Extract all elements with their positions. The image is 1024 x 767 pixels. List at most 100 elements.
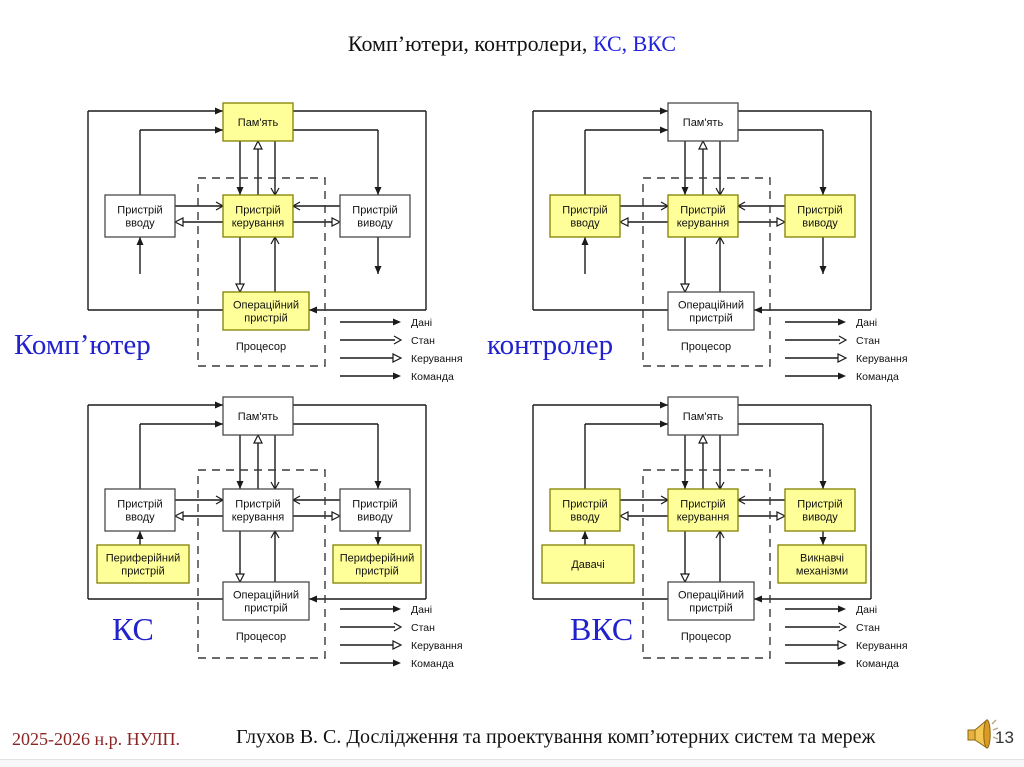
svg-text:Пристрій: Пристрій [797, 205, 842, 217]
svg-text:Операційний: Операційний [233, 300, 299, 312]
svg-text:Пам'ять: Пам'ять [238, 117, 279, 129]
processor-dashed-box [642, 177, 771, 367]
svg-text:Стан: Стан [856, 622, 880, 634]
svg-text:Пристрій: Пристрій [117, 499, 162, 511]
processor-label: Процесор [681, 631, 731, 643]
page-number: 13 [995, 728, 1014, 747]
svg-text:виводу: виводу [357, 512, 393, 524]
svg-text:Пристрій: Пристрій [562, 205, 607, 217]
memory-box: Пам'ять [667, 102, 739, 142]
svg-text:Пристрій: Пристрій [680, 499, 725, 511]
svg-text:механізми: механізми [796, 566, 848, 578]
svg-text:виводу: виводу [802, 218, 838, 230]
svg-text:вводу: вводу [570, 512, 600, 524]
svg-text:Пристрій: Пристрій [562, 499, 607, 511]
caption-controller: контролер [487, 329, 614, 361]
svg-text:Дані: Дані [856, 317, 877, 329]
svg-text:Операційний: Операційний [678, 300, 744, 312]
svg-text:керування: керування [232, 218, 285, 230]
svg-text:Пам'ять: Пам'ять [683, 117, 724, 129]
svg-text:пристрій: пристрій [244, 603, 287, 615]
processor-dashed-box [197, 177, 326, 367]
caption-computer: Комп’ютер [14, 329, 151, 361]
svg-text:Викнавчі: Викнавчі [800, 553, 844, 565]
processor-label: Процесор [681, 341, 731, 353]
svg-text:Пам'ять: Пам'ять [683, 411, 724, 423]
svg-text:керування: керування [232, 512, 285, 524]
svg-text:Пристрій: Пристрій [797, 499, 842, 511]
memory-box: Пам'ять [222, 102, 294, 142]
svg-text:Периферійний: Периферійний [340, 553, 415, 565]
svg-text:керування: керування [677, 218, 730, 230]
svg-text:Давачі: Давачі [571, 559, 604, 571]
footer-date: 2025-2026 н.р. НУЛП. [12, 729, 181, 749]
svg-text:Команда: Команда [411, 658, 454, 670]
svg-text:Пристрій: Пристрій [352, 205, 397, 217]
svg-text:Пристрій: Пристрій [235, 499, 280, 511]
svg-text:Операційний: Операційний [678, 590, 744, 602]
svg-text:виводу: виводу [802, 512, 838, 524]
speaker-icon[interactable] [962, 714, 1002, 754]
svg-text:вводу: вводу [570, 218, 600, 230]
svg-text:Пристрій: Пристрій [117, 205, 162, 217]
processor-label: Процесор [236, 631, 286, 643]
svg-text:Операційний: Операційний [233, 590, 299, 602]
slide-title: Комп’ютери, контролери, КС, ВКС [0, 31, 1024, 57]
svg-text:виводу: виводу [357, 218, 393, 230]
svg-text:керування: керування [677, 512, 730, 524]
svg-text:Керування: Керування [411, 353, 463, 365]
svg-text:Пристрій: Пристрій [235, 205, 280, 217]
svg-text:Команда: Команда [856, 371, 899, 383]
svg-text:Дані: Дані [856, 604, 877, 616]
processor-dashed-box [197, 469, 326, 659]
slide-title-black: Комп’ютери, контролери, [347, 31, 593, 56]
svg-text:Пристрій: Пристрій [352, 499, 397, 511]
svg-text:Керування: Керування [411, 640, 463, 652]
processor-label: Процесор [236, 341, 286, 353]
svg-text:Стан: Стан [411, 622, 435, 634]
caption-ks: КС [112, 611, 154, 647]
bottom-band [0, 759, 1024, 767]
svg-text:Керування: Керування [856, 640, 908, 652]
svg-text:Команда: Команда [411, 371, 454, 383]
footer-credit: Глухов В. С. Дослідження та проектування… [236, 726, 876, 748]
svg-text:Дані: Дані [411, 604, 432, 616]
svg-text:пристрій: пристрій [244, 313, 287, 325]
svg-text:пристрій: пристрій [689, 313, 732, 325]
memory-box: Пам'ять [222, 396, 294, 436]
svg-text:Пам'ять: Пам'ять [238, 411, 279, 423]
svg-text:Керування: Керування [856, 353, 908, 365]
caption-vks: ВКС [570, 611, 634, 647]
slide-title-highlight: КС, ВКС [592, 31, 677, 56]
svg-text:пристрій: пристрій [689, 603, 732, 615]
svg-text:пристрій: пристрій [355, 566, 398, 578]
svg-text:вводу: вводу [125, 512, 155, 524]
svg-text:вводу: вводу [125, 218, 155, 230]
processor-dashed-box [642, 469, 771, 659]
svg-text:Команда: Команда [856, 658, 899, 670]
